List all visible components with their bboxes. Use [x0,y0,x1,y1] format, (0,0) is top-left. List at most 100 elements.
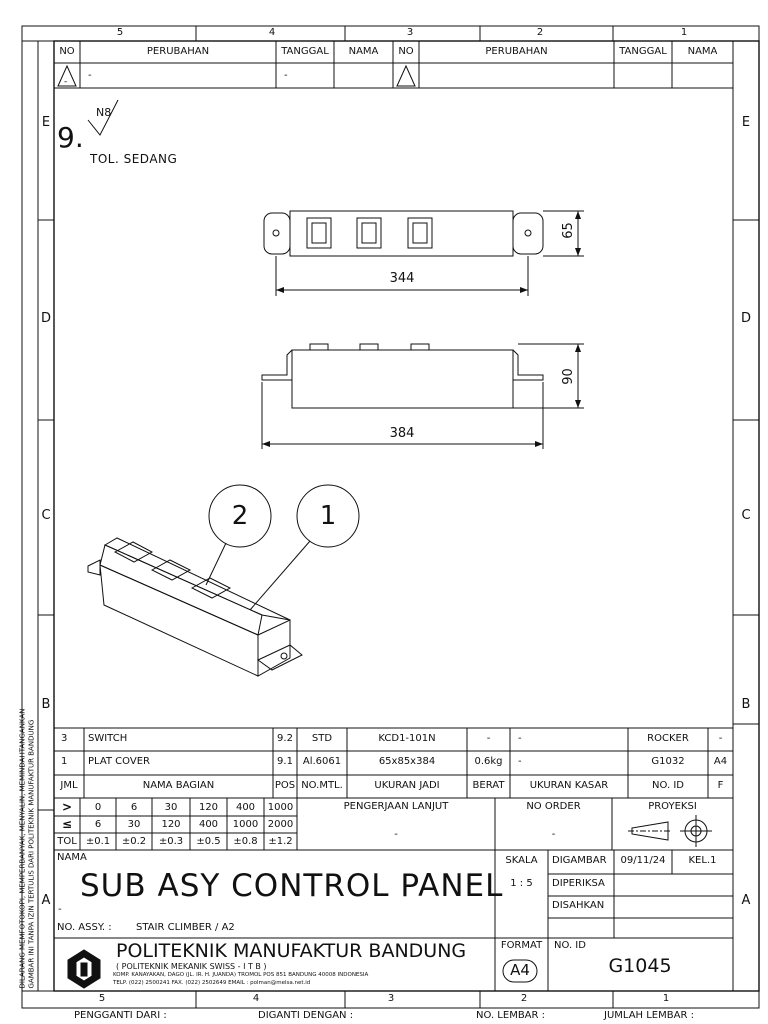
zone-right-a: A [741,893,751,908]
zone-bottom-3: 3 [387,993,395,1004]
part-1-mtl: STD [311,733,333,744]
tol-value-5: ±1.2 [268,836,293,847]
zone-bottom-1: 1 [662,993,670,1004]
zone-left-d: D [40,311,51,326]
part-2-mtl: Al.6061 [302,756,342,767]
zone-top-2: 2 [536,27,544,38]
rev-header-tanggal-2: TANGGAL [619,46,667,57]
part-1-format: - [718,733,723,744]
zone-right-e: E [741,115,751,130]
tol-lte-5: 2000 [267,819,294,830]
roughness-symbol: N8 [96,106,112,119]
tol-value-3: ±0.5 [196,836,221,847]
parts-header-pos: POS [274,780,296,791]
drawing-title: SUB ASY CONTROL PANEL [80,868,504,904]
lembar-label: NO. LEMBAR : [476,1010,546,1021]
parts-header-mtl: NO.MTL. [301,780,343,791]
tol-lte-symbol: ≤ [61,817,73,831]
zone-bottom-4: 4 [252,993,260,1004]
rev-row-tanggal: - [284,70,288,81]
tol-lte-1: 30 [127,819,141,830]
inner-frame [53,40,760,992]
logo-mark [67,949,101,989]
jumlah-lembar-label: JUMLAH LEMBAR : [604,1010,694,1021]
part-1-ukuran-jadi: KCD1-101N [378,733,436,744]
diganti-label: DIGANTI DENGAN : [258,1010,354,1021]
dim-top-height: 65 [560,222,576,239]
institution-address: KOMP. KANAYAKAN, DAGO (JL. IR. H. JUANDA… [113,972,369,978]
part-1-jml: 3 [61,733,68,744]
tolerance-note: TOL. SEDANG [90,152,178,166]
part-2-pos: 9.1 [277,756,293,767]
institution-contact: TELP. (022) 2500241 FAX. (022) 2502649 E… [113,980,311,986]
top-view [263,210,584,296]
format-value: A4 [510,961,530,979]
zone-top-5: 5 [116,27,124,38]
tol-gt-3: 120 [198,802,219,813]
tol-value-2: ±0.3 [158,836,184,847]
balloon-2: 2 [231,501,249,531]
rev-row-perubahan: - [88,70,92,81]
no-id-value: G1045 [608,955,672,977]
part-1-pos: 9.2 [277,733,293,744]
rev-header-perubahan-1: PERUBAHAN [146,46,210,57]
zone-top-3: 3 [406,27,414,38]
zone-right-c: C [741,508,751,523]
pengerjaan-label: PENGERJAAN LANJUT [343,801,449,812]
zone-left-e: E [41,115,51,130]
dim-top-width: 344 [389,271,415,286]
tol-gt-symbol: > [61,800,73,814]
part-2-jml: 1 [61,756,68,767]
rev-header-no-1: NO [59,46,75,57]
part-1-ukuran-kasar: - [518,733,522,744]
tol-gt-1: 6 [130,802,138,813]
skala-value: 1 : 5 [510,878,533,889]
part-2-ukuran-jadi: 65x85x384 [378,756,436,767]
digambar-label: DIGAMBAR [552,855,607,866]
part-2-no-id: G1032 [651,756,685,767]
digambar-name: KEL.1 [688,855,717,866]
skala-label: SKALA [505,855,538,866]
disahkan-label: DISAHKAN [552,900,605,911]
tol-value-1: ±0.2 [121,836,147,847]
copyright-note-line2: GAMBAR INI TANPA IZIN TERTULIS DARI POLI… [27,719,36,989]
tol-label: TOL [57,836,77,847]
pengerjaan-value: - [394,829,398,840]
no-id-label: NO. ID [554,940,586,951]
zone-left-b: B [41,697,51,712]
format-label: FORMAT [500,940,543,951]
parts-header-no-id: NO. ID [652,780,684,791]
order-value: - [551,829,556,840]
diperiksa-label: DIPERIKSA [552,878,605,889]
tol-lte-0: 6 [94,819,102,830]
nama-label: NAMA [57,852,87,863]
zone-top-4: 4 [268,27,276,38]
assy-label: NO. ASSY. : [57,922,112,933]
tol-value-0: ±0.1 [85,836,111,847]
parts-header-format: F [717,780,724,791]
order-label: NO ORDER [526,801,581,812]
assy-value: STAIR CLIMBER / A2 [136,922,235,933]
digambar-date: 09/11/24 [620,855,666,866]
institution-sub: ( POLITEKNIK MEKANIK SWISS - I T B ) [116,962,267,971]
rev-header-nama-2: NAMA [687,46,718,57]
parts-header-berat: BERAT [472,780,505,791]
part-2-nama: PLAT COVER [88,756,150,767]
tol-lte-3: 400 [198,819,219,830]
zone-bottom-2: 2 [520,993,528,1004]
rev-header-tanggal-1: TANGGAL [281,46,329,57]
rev-header-no-2: NO [398,46,414,57]
parts-header-nama: NAMA BAGIAN [142,780,215,791]
tol-value-4: ±0.8 [233,836,258,847]
rev-row-no: - [64,77,68,87]
tol-gt-4: 400 [235,802,256,813]
zone-bottom-5: 5 [98,993,106,1004]
part-1-berat: - [486,733,491,744]
zone-right-d: D [740,311,751,326]
institution-name: POLITEKNIK MANUFAKTUR BANDUNG [116,940,467,962]
tol-gt-2: 30 [164,802,178,813]
copyright-note-line1: DILARANG MEMFOTOKOPI, MEMPERBANYAK, MENY… [18,708,27,989]
balloon-1: 1 [319,501,337,531]
tol-lte-4: 1000 [232,819,259,830]
